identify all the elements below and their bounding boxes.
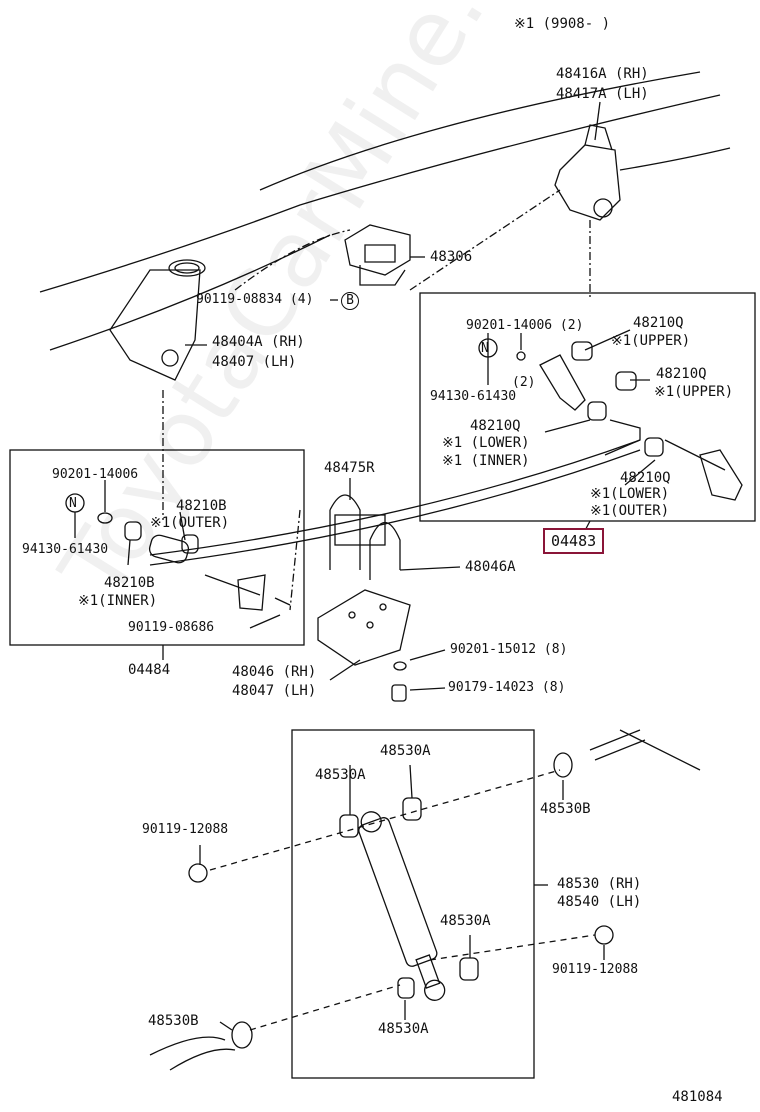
part-48417a[interactable]: 48417A (LH) [556,86,649,102]
part-48210q-4[interactable]: 48210Q [620,470,671,486]
part-90201-14006-l[interactable]: 90201-14006 [52,467,139,482]
frame-rail-lower-left [49,234,331,351]
part-48046a[interactable]: 48046A [465,559,516,575]
spring-seat [317,589,411,666]
part-48210b-2[interactable]: 48210B [104,575,155,591]
washer [393,661,407,671]
mark-b: B [341,292,359,310]
part-48530a-4[interactable]: 48530A [378,1021,429,1037]
part-94130-61430-r[interactable]: 94130-61430 [430,389,517,404]
part-48530a-2[interactable]: 48530A [315,767,366,783]
part-90119-08686[interactable]: 90119-08686 [128,620,215,635]
shackle-plate-lower [664,439,743,501]
part-94130-61430-l[interactable]: 94130-61430 [22,542,109,557]
part-90179-14023[interactable]: 90179-14023 (8) [448,680,566,695]
part-48210q-3[interactable]: 48210Q [470,418,521,434]
part-48210q-3-note1: ※1 (LOWER) [442,435,530,451]
part-48210q-3-note2: ※1 (INNER) [442,453,530,469]
part-48210b-2-note: ※1(INNER) [78,593,158,609]
shackle-plate-upper [539,354,586,411]
part-48407[interactable]: 48407 (LH) [212,354,297,370]
part-48530b-1[interactable]: 48530B [540,801,591,817]
part-48530a-3[interactable]: 48530A [440,913,491,929]
kit-box-04484 [9,449,305,646]
part-90119-12088-r[interactable]: 90119-12088 [552,962,639,977]
part-48210q-1[interactable]: 48210Q [633,315,684,331]
part-48404a[interactable]: 48404A (RH) [212,334,305,350]
bumper-stopper [344,224,411,286]
rear-hanger [554,124,621,221]
mark-n-r: N [481,341,489,356]
part-90119-12088-l[interactable]: 90119-12088 [142,822,229,837]
part-48210q-1-note: ※1(UPPER) [611,333,691,349]
leaf-spring-line [149,439,641,556]
part-48416a[interactable]: 48416A (RH) [556,66,649,82]
front-hanger [109,259,206,381]
spring-eye [604,419,641,456]
part-48530a-1[interactable]: 48530A [380,743,431,759]
mark-n-l: N [69,496,77,511]
part-48210q-2[interactable]: 48210Q [656,366,707,382]
part-48210q-4-note1: ※1(LOWER) [590,486,670,502]
part-48210b-1-note: ※1(OUTER) [150,515,230,531]
part-48540[interactable]: 48540 (LH) [557,894,642,910]
diagram-number: 481084 [672,1089,723,1105]
nut [391,684,407,702]
part-48210b-1[interactable]: 48210B [176,498,227,514]
part-48306[interactable]: 48306 [430,249,473,265]
part-48047[interactable]: 48047 (LH) [232,683,317,699]
header-note: ※1 (9908- ) [514,16,611,32]
part-48530b-2[interactable]: 48530B [148,1013,199,1029]
kit-04484[interactable]: 04484 [128,662,171,678]
frame-rail-top [259,71,701,191]
part-90119-08834[interactable]: 90119-08834 (4) [196,292,314,307]
part-48210q-2-note: ※1(UPPER) [654,384,734,400]
part-90201-14006-r[interactable]: 90201-14006 (2) [466,318,584,333]
u-bolt [329,494,401,580]
kit-04483-highlight[interactable]: 04483 [543,528,605,554]
frame-rail-upper [39,94,721,293]
part-48530[interactable]: 48530 (RH) [557,876,642,892]
shock-box [291,729,535,1079]
qty-2: (2) [512,375,536,390]
part-90201-15012[interactable]: 90201-15012 (8) [450,642,568,657]
shock-absorber [358,811,446,1001]
part-48210q-4-note2: ※1(OUTER) [590,503,670,519]
kit-box-04483 [419,292,756,522]
part-48046[interactable]: 48046 (RH) [232,664,317,680]
part-48475r[interactable]: 48475R [324,460,375,476]
